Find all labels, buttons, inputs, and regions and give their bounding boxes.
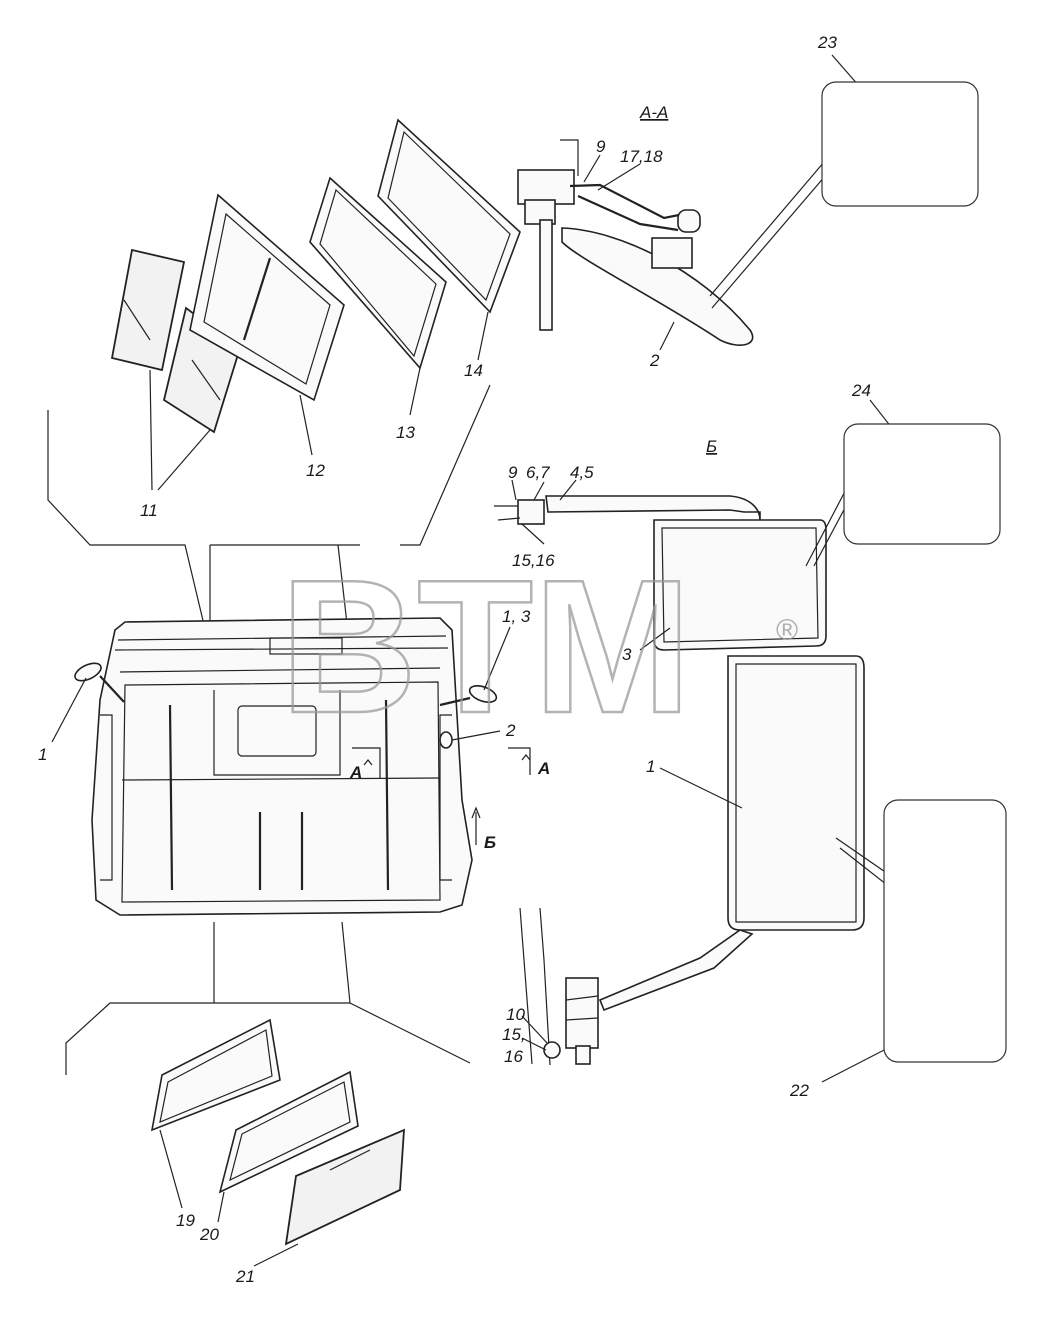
callout-6-7: 6,7 (526, 463, 550, 482)
section-arrow-b: Б (484, 833, 496, 852)
watermark-logo: BTM ® (279, 540, 798, 755)
callout-9-aa: 9 (596, 137, 606, 156)
rubber-seal-12 (189, 193, 345, 402)
frame-19 (150, 1018, 281, 1132)
callout-15-16-b: 15,16 (512, 551, 555, 570)
callout-23: 23 (817, 33, 837, 52)
section-arrow-a-left: А (349, 763, 362, 782)
callout-22: 22 (789, 1081, 809, 1100)
callout-16: 16 (504, 1047, 523, 1066)
callout-13: 13 (396, 423, 415, 442)
callout-1-3: 1, 3 (502, 607, 531, 626)
detail-box-23 (821, 81, 979, 207)
section-aa-assembly (517, 139, 754, 346)
bottom-leaders (159, 1129, 299, 1267)
detail-box-22 (883, 799, 1007, 1063)
callout-1-mirror: 1 (646, 757, 655, 776)
callout-21: 21 (235, 1267, 255, 1286)
frame-14 (377, 118, 521, 314)
callout-2-aa: 2 (649, 351, 660, 370)
watermark-text: BTM (280, 541, 692, 753)
callout-12: 12 (306, 461, 325, 480)
callout-24: 24 (851, 381, 871, 400)
section-title-b: Б (706, 437, 717, 456)
callout-19: 19 (176, 1211, 195, 1230)
callout-20: 20 (199, 1225, 219, 1244)
section-marks (352, 747, 531, 845)
side-mirror-right (439, 685, 498, 749)
callout-14: 14 (464, 361, 483, 380)
cab-leaders (51, 626, 511, 743)
callout-2-body: 2 (505, 721, 516, 740)
callout-4-5: 4,5 (570, 463, 594, 482)
callout-11: 11 (140, 501, 158, 520)
section-b-assembly (494, 495, 865, 1066)
section-title-aa: А-А (639, 103, 668, 122)
watermark-registered: ® (776, 614, 798, 647)
leader-lines-top-left (149, 311, 489, 491)
side-mirror-left (74, 662, 125, 703)
seal-20 (218, 1070, 359, 1194)
callout-9-b: 9 (508, 463, 518, 482)
callout-3: 3 (622, 645, 632, 664)
cab-roof (91, 617, 473, 916)
callout-17-18: 17,18 (620, 147, 663, 166)
section-b-leaders (511, 399, 907, 1083)
bracket-lines-lower (65, 921, 471, 1075)
callout-1-left: 1 (38, 745, 47, 764)
callout-10: 10 (506, 1005, 525, 1024)
detail-box-24 (843, 423, 1001, 545)
callout-15: 15, (502, 1025, 526, 1044)
section-arrow-a-right: А (537, 759, 550, 778)
glass-21 (284, 1128, 405, 1246)
